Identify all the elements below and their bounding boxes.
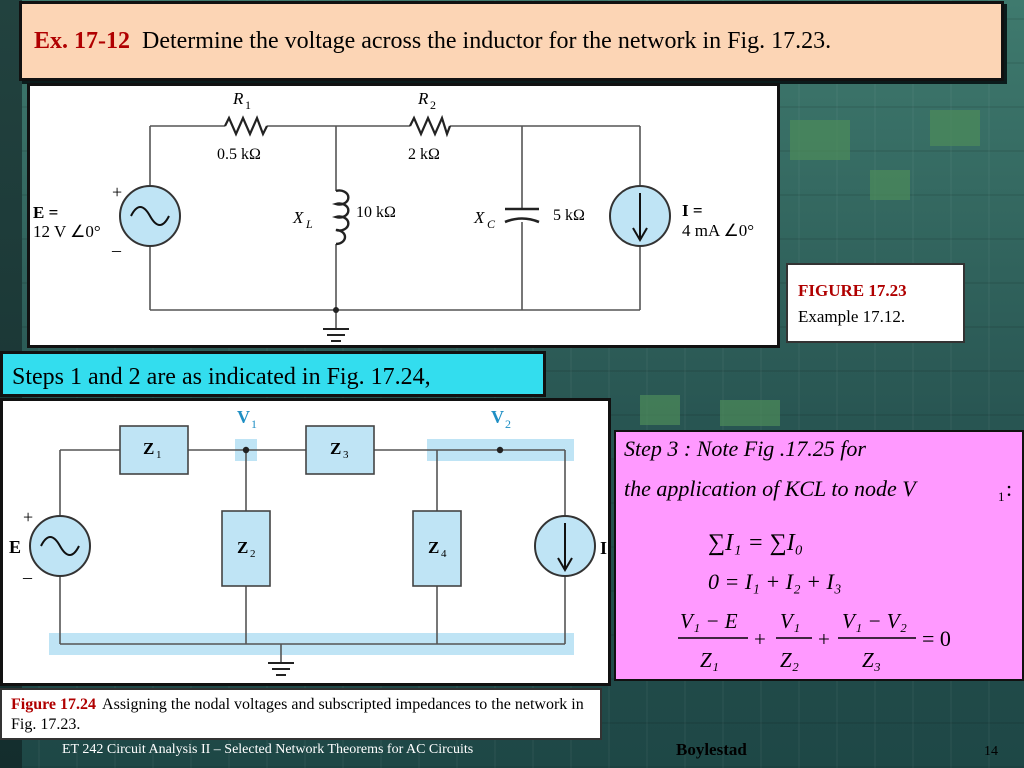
i-label: I <box>600 538 607 558</box>
source-e-value: 12 V ∠0° <box>33 222 101 241</box>
xc-name: X <box>473 208 485 227</box>
v2-label: V <box>491 407 504 427</box>
background-decoration <box>640 395 680 425</box>
ground-icon <box>323 328 349 342</box>
e-plus: + <box>112 182 122 202</box>
background-decoration <box>720 400 780 426</box>
slide-title: Ex. 17-12 Determine the voltage across th… <box>34 28 831 55</box>
equation-line-2-end: : <box>1006 476 1012 501</box>
v2-sub: 2 <box>505 417 511 431</box>
r2-name: R <box>417 89 429 108</box>
fraction-1-numerator: V₁ − E <box>680 609 738 633</box>
r2-sub: 2 <box>430 98 436 112</box>
e-plus: + <box>23 507 33 527</box>
figure-description: Example 17.12. <box>798 307 906 326</box>
source-e-label: E = <box>33 203 58 222</box>
steps-text: Steps 1 and 2 are as indicated in Fig. 1… <box>12 364 431 390</box>
r1-name: R <box>232 89 244 108</box>
xl-sub: L <box>305 217 313 231</box>
background-decoration <box>790 120 850 160</box>
fraction-3-denominator: Z₃ <box>862 648 881 672</box>
title-box: Ex. 17-12 Determine the voltage across th… <box>19 1 1004 81</box>
arrow-down-icon <box>557 523 573 572</box>
z3-label: Z <box>330 439 341 458</box>
resistor-r1 <box>224 115 268 137</box>
z2-label: Z <box>237 538 248 557</box>
arrow-down-icon <box>632 193 648 242</box>
title-text: Determine the voltage across the inducto… <box>142 28 832 54</box>
impedance-z4 <box>412 510 462 587</box>
figure-label: Figure 17.24 <box>11 696 97 713</box>
equation-panel: Step 3 : Note Fig .17.25 for the applica… <box>614 430 1024 681</box>
circuit-diagram-17-23: R 1 0.5 kΩ R 2 2 kΩ X L 10 kΩ X C 5 kΩ +… <box>27 83 780 348</box>
plus-sign-2: + <box>818 627 830 651</box>
steps-box: Steps 1 and 2 are as indicated in Fig. 1… <box>0 351 546 397</box>
page-number: 14 <box>984 744 998 759</box>
v1-label: V <box>237 407 250 427</box>
source-i-value: 4 mA ∠0° <box>682 221 754 240</box>
r1-value: 0.5 kΩ <box>217 146 261 163</box>
fraction-2-denominator: Z₂ <box>780 648 799 672</box>
z3-sub: 3 <box>343 449 349 461</box>
fraction-2-numerator: V₁ <box>780 609 800 633</box>
z1-sub: 1 <box>156 449 162 461</box>
node-dot <box>333 307 339 313</box>
circuit-17-23-svg: R 1 0.5 kΩ R 2 2 kΩ X L 10 kΩ X C 5 kΩ +… <box>33 89 754 342</box>
equation-line-2-sub: 1 <box>998 489 1005 504</box>
sine-wave-icon <box>130 206 170 226</box>
equation-line-2: the application of KCL to node V <box>624 476 918 501</box>
equation-svg: Step 3 : Note Fig .17.25 for the applica… <box>624 436 1012 672</box>
capacitor-xc <box>504 207 540 224</box>
xc-sub: C <box>487 217 496 231</box>
z4-sub: 4 <box>441 548 447 560</box>
z4-label: Z <box>428 538 439 557</box>
circuit-17-24-svg: V 1 V 2 Z 1 Z 3 Z 2 Z 4 + – E I <box>9 407 607 676</box>
fraction-3-numerator: V₁ − V₂ <box>842 609 907 633</box>
figure-description: Assigning the nodal voltages and subscri… <box>11 696 584 733</box>
z1-label: Z <box>143 439 154 458</box>
circuit-diagram-17-24: V 1 V 2 Z 1 Z 3 Z 2 Z 4 + – E I <box>0 398 611 686</box>
impedance-z2 <box>221 510 271 587</box>
figure-label: FIGURE 17.23 <box>798 281 907 300</box>
sine-wave-icon <box>40 536 80 556</box>
xc-value: 5 kΩ <box>553 207 585 224</box>
ground-icon <box>268 662 294 676</box>
kcl-sum-equation: ∑I₁ = ∑I₀ <box>708 530 803 556</box>
r1-sub: 1 <box>245 98 251 112</box>
figure-17-23-caption: FIGURE 17.23 Example 17.12. <box>786 263 965 343</box>
background-decoration <box>930 110 980 146</box>
inductor-xl <box>331 189 350 246</box>
equation-line-1: Step 3 : Note Fig .17.25 for <box>624 436 866 461</box>
footer-author: Boylestad <box>676 740 747 759</box>
resistor-r2 <box>409 114 452 138</box>
footer-course-title: ET 242 Circuit Analysis II – Selected Ne… <box>62 742 474 757</box>
e-label: E <box>9 537 21 557</box>
equation-rhs: = 0 <box>922 626 951 651</box>
e-minus: – <box>111 240 122 260</box>
node-dot-v2 <box>496 446 504 454</box>
xl-value: 10 kΩ <box>356 204 396 221</box>
plus-sign-1: + <box>754 627 766 651</box>
fraction-1-denominator: Z₁ <box>700 648 719 672</box>
v1-sub: 1 <box>251 417 257 431</box>
kcl-current-equation: 0 = I₁ + I₂ + I₃ <box>708 569 841 594</box>
background-decoration <box>870 170 910 200</box>
impedance-z1 <box>119 425 189 475</box>
source-i-label: I = <box>682 201 703 220</box>
node-dot-v1 <box>242 446 250 454</box>
impedance-z3 <box>305 425 375 475</box>
xl-name: X <box>292 208 304 227</box>
z2-sub: 2 <box>250 548 256 560</box>
e-minus: – <box>22 567 33 587</box>
example-number: Ex. 17-12 <box>34 28 130 54</box>
r2-value: 2 kΩ <box>408 146 440 163</box>
